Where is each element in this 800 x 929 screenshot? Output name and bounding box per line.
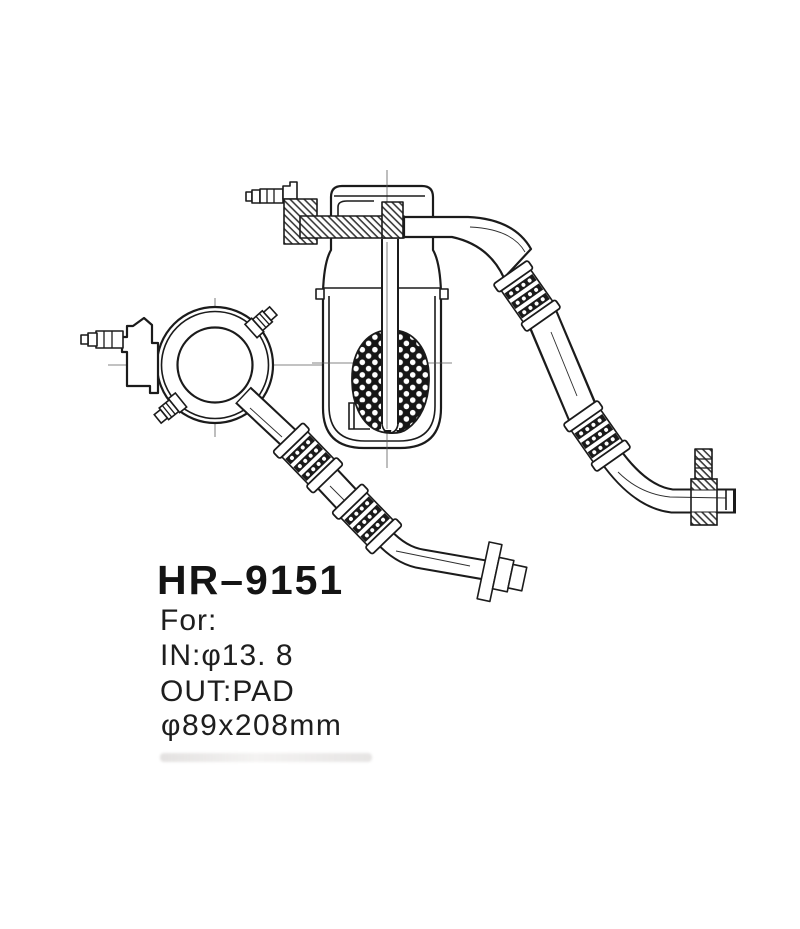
inlet-spec: IN:φ13. 8	[160, 639, 294, 672]
top-view-inlet-block	[80, 316, 160, 395]
drier-top-view	[80, 298, 334, 437]
suction-hose	[235, 386, 528, 603]
discharge-hose	[402, 215, 736, 526]
top-view-shell-ring	[160, 310, 270, 420]
drier-body-inner-wall	[328, 296, 436, 442]
valve-boss	[282, 181, 298, 200]
service-valve-end-fitting	[690, 448, 718, 526]
valve-stem-tip	[245, 191, 253, 202]
drier-side-view	[312, 170, 452, 468]
pad-flange-end-fitting	[476, 541, 528, 603]
bag-bracket	[348, 402, 370, 430]
service-valve-stub	[694, 448, 713, 484]
outlet-spec: OUT:PAD	[160, 675, 295, 708]
valve-stem	[259, 188, 284, 204]
for-label: For:	[160, 604, 218, 637]
cap-inner-hook	[337, 200, 374, 216]
part-number: HR–9151	[157, 557, 345, 603]
print-ghost-artifact	[160, 753, 372, 762]
dimension-spec: φ89x208mm	[161, 709, 343, 742]
inlet-fitting	[245, 181, 405, 245]
tube-elbow-section	[381, 201, 404, 239]
valve-stem-tip	[80, 334, 89, 345]
top-view-shell-inner	[176, 326, 254, 404]
pickup-tube	[381, 238, 399, 434]
